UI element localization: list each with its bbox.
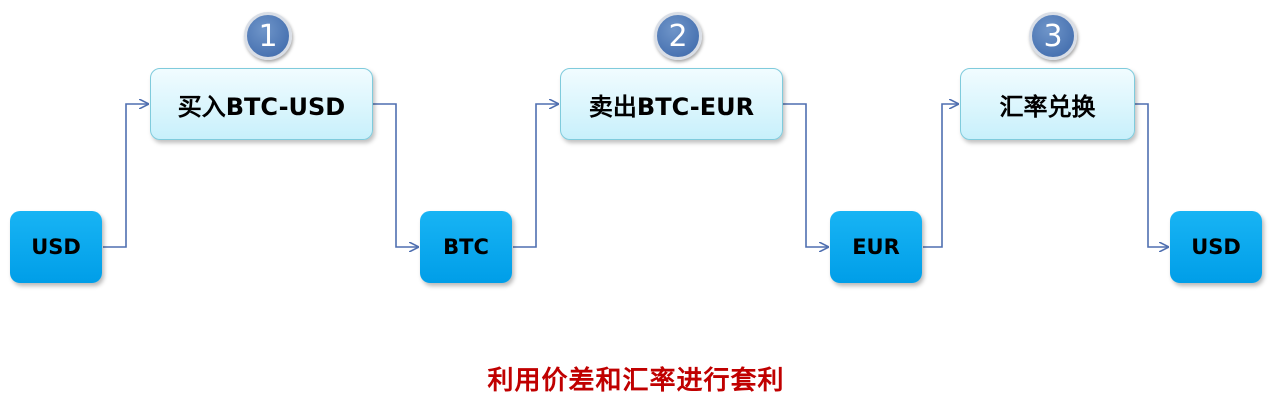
step-box-buy-btc-usd: 买入BTC-USD (150, 68, 373, 140)
connector-btc-to-step2 (513, 104, 558, 248)
connector-usd-to-step1 (103, 104, 148, 248)
step-number-badge: 3 (1029, 12, 1077, 60)
step-box-fx-exchange: 汇率兑换 (960, 68, 1135, 140)
step-label: 买入BTC-USD (177, 92, 346, 121)
connector-step1-to-btc (373, 103, 418, 247)
connector-step3-to-usd (1135, 103, 1168, 247)
currency-node-usd-start: USD (10, 211, 102, 283)
step-number-badge: 1 (244, 12, 292, 60)
step-box-sell-btc-eur: 卖出BTC-EUR (560, 68, 783, 140)
step-number-badge: 2 (654, 12, 702, 60)
currency-node-eur: EUR (830, 211, 922, 283)
connector-step2-to-eur (783, 103, 828, 247)
connector-eur-to-step3 (923, 104, 958, 248)
step-label: 汇率兑换 (999, 92, 1096, 121)
step-label: 卖出BTC-EUR (588, 92, 755, 121)
diagram-caption: 利用价差和汇率进行套利 (487, 366, 785, 396)
currency-node-btc: BTC (420, 211, 512, 283)
currency-node-usd-end: USD (1170, 211, 1262, 283)
